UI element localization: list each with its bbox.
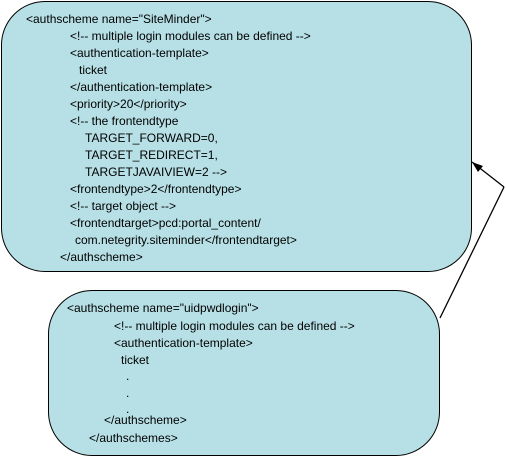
code-line: ticket bbox=[121, 353, 150, 367]
code-line: <!-- the frontendtype bbox=[70, 114, 179, 128]
code-line: TARGET_REDIRECT=1, bbox=[85, 148, 218, 162]
code-line: <priority>20</priority> bbox=[70, 97, 187, 111]
code-line: <authentication-template> bbox=[70, 46, 209, 60]
code-line: com.netegrity.siteminder</frontendtarget… bbox=[75, 233, 297, 247]
ellipsis-dot: . bbox=[126, 386, 130, 400]
arrow-line-lower bbox=[439, 186, 505, 319]
code-line: <!-- target object --> bbox=[70, 199, 177, 213]
code-line: <!-- multiple login modules can be defin… bbox=[70, 29, 311, 43]
uidpwdlogin-authscheme-box: <authscheme name="uidpwdlogin"> <!-- mul… bbox=[48, 290, 440, 456]
siteminder-authscheme-box: <authscheme name="SiteMinder"> <!-- mult… bbox=[1, 1, 472, 272]
ellipsis-dot: . bbox=[126, 369, 130, 383]
code-line: ticket bbox=[79, 63, 108, 77]
arrowhead-icon bbox=[472, 162, 483, 172]
code-line: <frontendtype>2</frontendtype> bbox=[70, 182, 242, 196]
code-line: </authscheme> bbox=[60, 250, 143, 264]
code-line: <authscheme name="SiteMinder"> bbox=[26, 12, 212, 26]
ellipsis-dot: . bbox=[126, 402, 130, 416]
code-line: <!-- multiple login modules can be defin… bbox=[114, 319, 355, 333]
code-line: </authscheme> bbox=[104, 413, 187, 427]
code-line: <frontendtarget>pcd:portal_content/ bbox=[70, 216, 261, 230]
code-line: <authscheme name="uidpwdlogin"> bbox=[67, 301, 259, 315]
code-line: </authschemes> bbox=[89, 431, 178, 445]
code-line: </authentication-template> bbox=[70, 80, 213, 94]
code-line: TARGET_FORWARD=0, bbox=[85, 131, 218, 145]
code-line: TARGETJAVAIVIEW=2 --> bbox=[85, 165, 228, 179]
code-line: <authentication-template> bbox=[114, 336, 253, 350]
